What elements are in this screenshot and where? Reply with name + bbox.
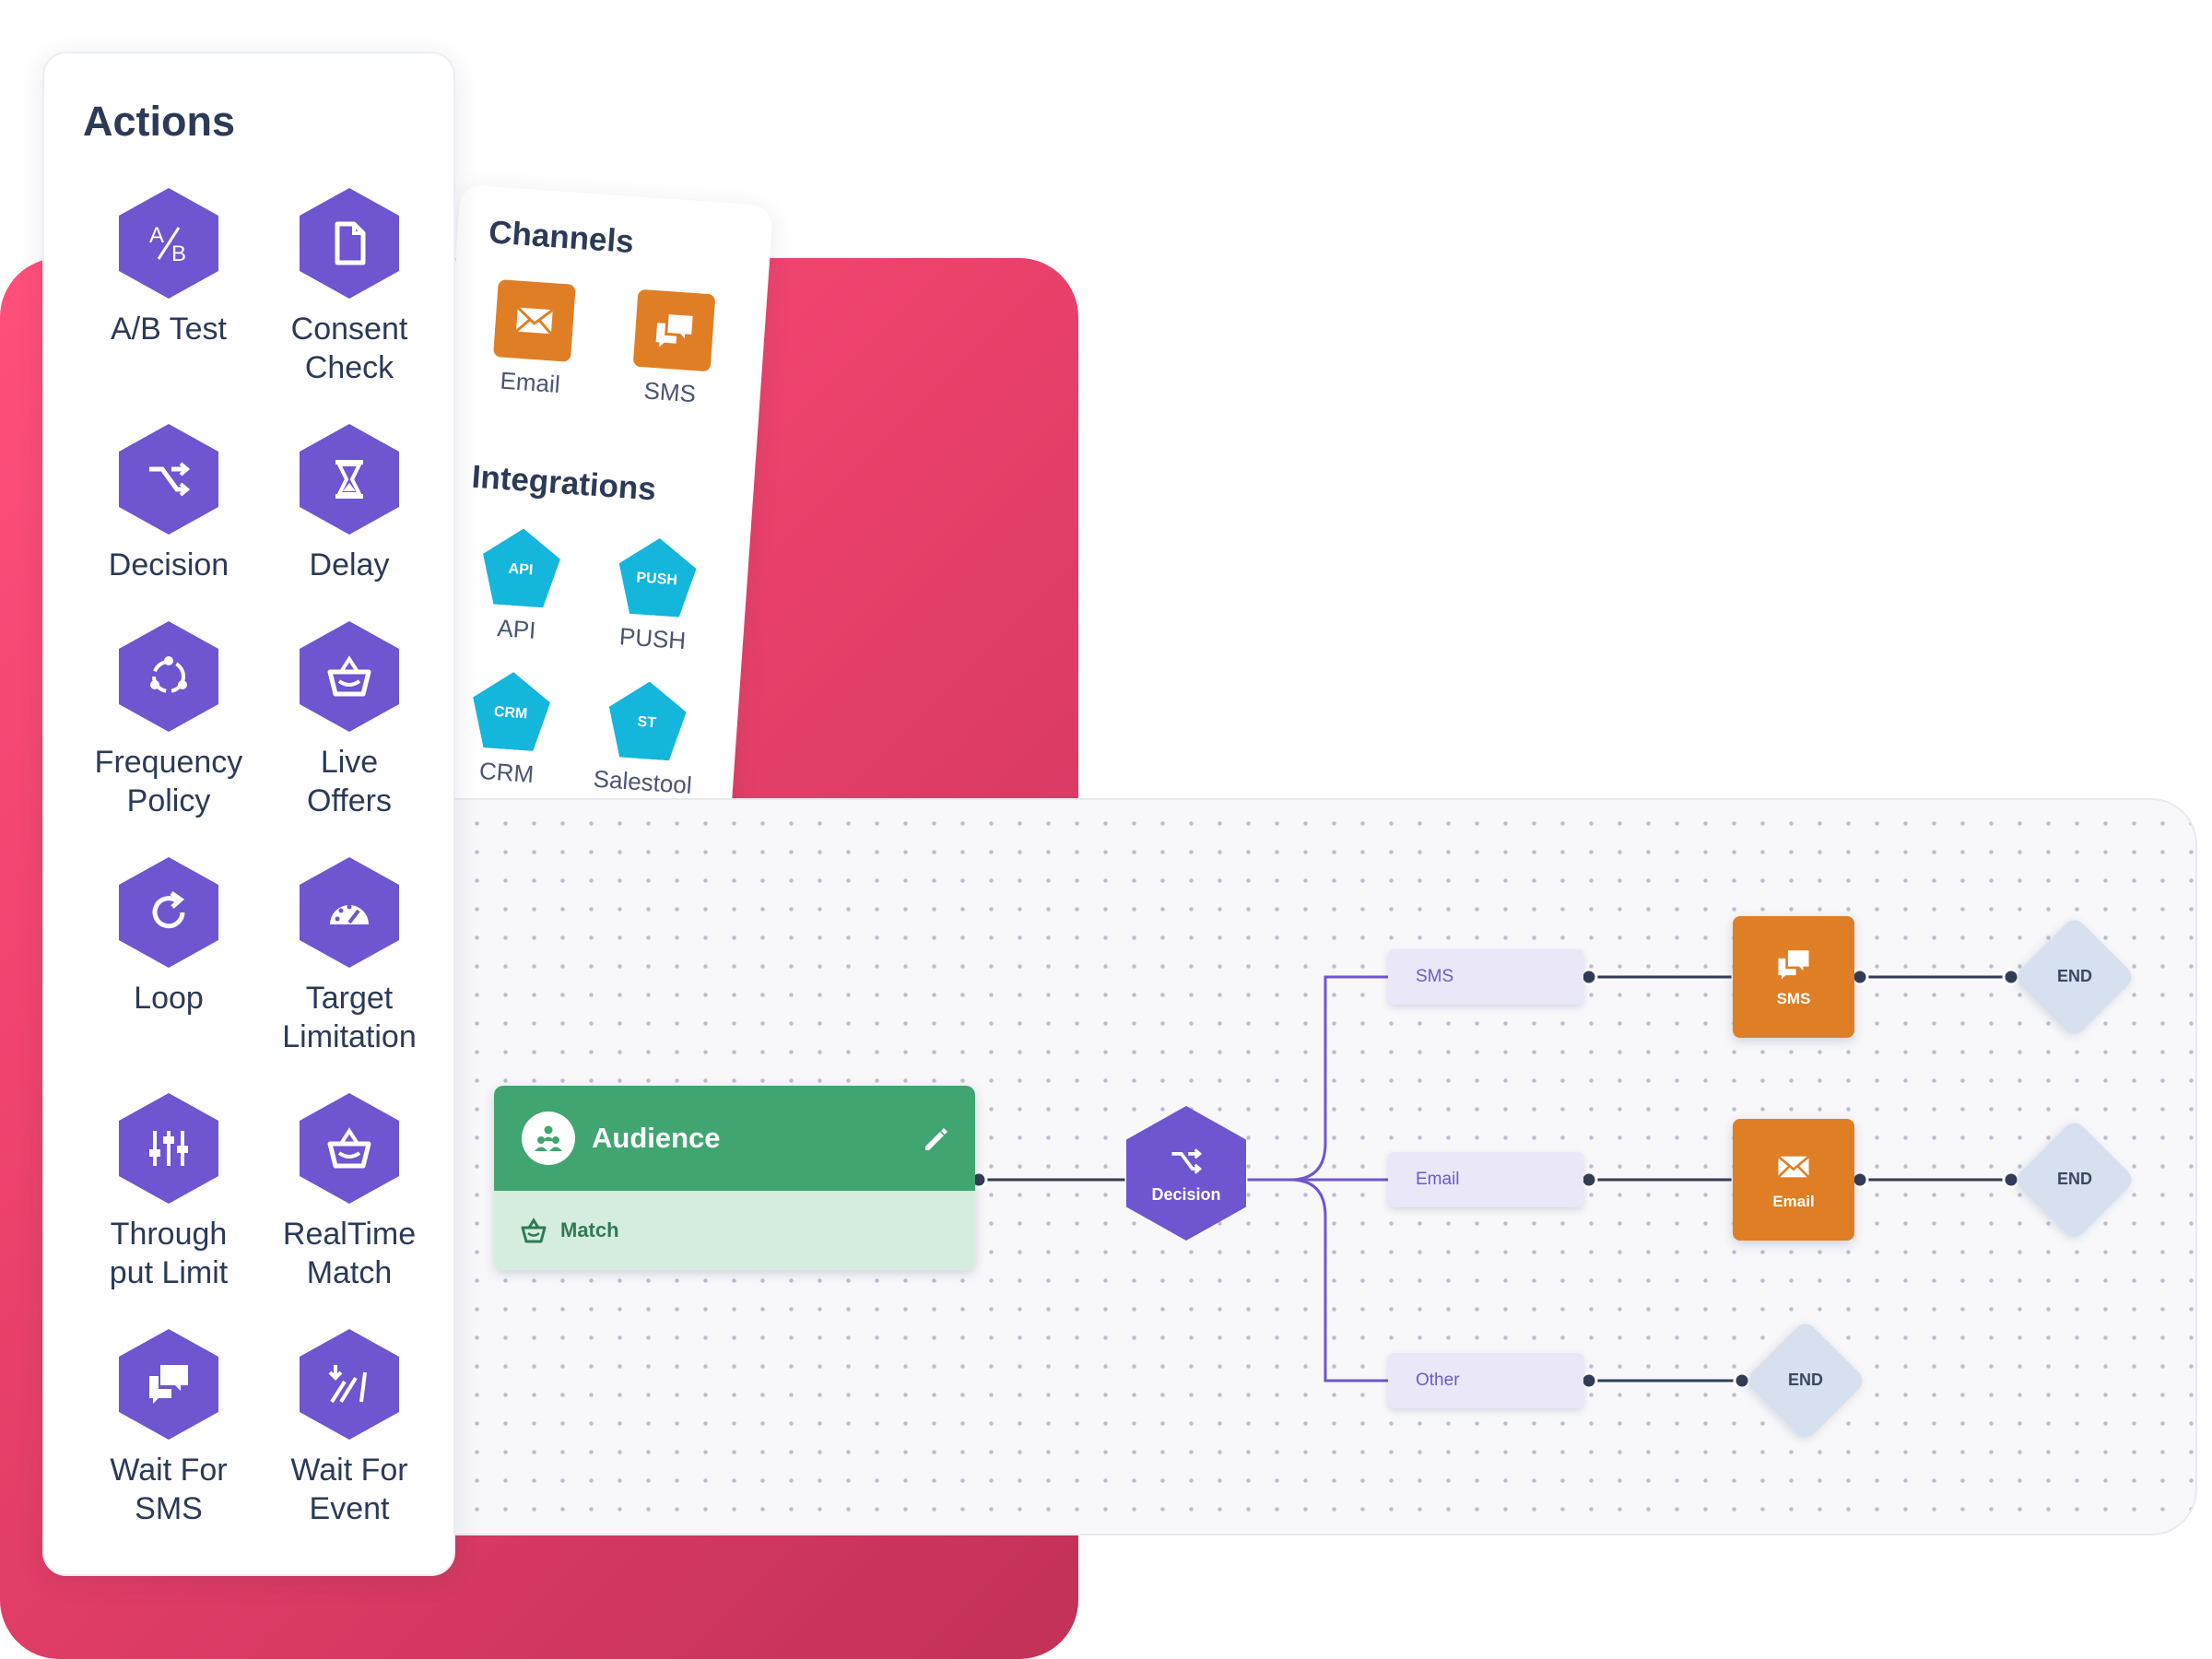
- action-target-limitation[interactable]: Target Limitation: [253, 857, 446, 1056]
- envelope-icon: [1777, 1155, 1810, 1179]
- integration-label: Salestool: [592, 764, 693, 800]
- end-label: END: [2056, 967, 2092, 985]
- end-label: END: [1787, 1371, 1823, 1389]
- action-consent-check[interactable]: Consent Check: [253, 188, 446, 387]
- action-live-offers[interactable]: Live Offers: [253, 621, 446, 820]
- email-node[interactable]: Email: [1733, 1119, 1854, 1241]
- integration-crm[interactable]: CRM CRM: [441, 667, 578, 791]
- gauge-icon: [300, 857, 399, 968]
- channel-email[interactable]: Email: [465, 277, 601, 401]
- channel-label: Email: [499, 366, 561, 398]
- sms-node[interactable]: SMS: [1733, 916, 1854, 1038]
- audience-node[interactable]: Audience Match: [494, 1086, 975, 1270]
- action-label: Frequency Policy: [94, 745, 243, 818]
- integration-label: PUSH: [618, 622, 688, 655]
- people-icon: [522, 1112, 575, 1165]
- audience-title: Audience: [592, 1122, 721, 1154]
- audience-body: Match: [494, 1191, 975, 1270]
- audience-match-label: Match: [560, 1218, 619, 1241]
- flow-canvas[interactable]: Audience Match Decision SMS Email Other …: [396, 798, 2197, 1535]
- action-label: Delay: [309, 547, 390, 582]
- action-label: A/B Test: [111, 312, 227, 347]
- action-label: Live Offers: [307, 745, 392, 818]
- event-icon: [300, 1329, 399, 1440]
- action-label: RealTime Match: [282, 1217, 417, 1290]
- action-label: Target Limitation: [282, 981, 417, 1054]
- envelope-icon: [493, 279, 576, 362]
- integration-label: API: [496, 613, 537, 644]
- end-label: END: [2056, 1170, 2092, 1188]
- action-wait-for-sms[interactable]: Wait For SMS: [72, 1329, 265, 1528]
- loop-icon: [119, 857, 218, 968]
- action-label: Loop: [134, 981, 204, 1016]
- integration-salestool[interactable]: ST Salestool: [577, 677, 713, 801]
- actions-title: Actions: [83, 98, 236, 145]
- salestool-badge: ST: [606, 679, 688, 762]
- decision-label: Decision: [1151, 1184, 1221, 1204]
- action-wait-for-event[interactable]: Wait For Event: [253, 1329, 446, 1528]
- chat-icon: [119, 1329, 218, 1440]
- basket-icon: [300, 1093, 399, 1204]
- chat-icon: [632, 288, 716, 372]
- integration-api[interactable]: API API: [452, 524, 588, 648]
- branch-sms[interactable]: SMS: [1388, 949, 1583, 1005]
- action-label: Wait For Event: [290, 1453, 408, 1526]
- hourglass-icon: [300, 424, 399, 535]
- channels-panel: Channels Email SMS Integrations API API …: [411, 184, 774, 905]
- action-decision[interactable]: Decision: [72, 424, 265, 584]
- integration-label: CRM: [478, 756, 535, 789]
- api-badge: API: [479, 526, 562, 609]
- channels-title: Channels: [488, 214, 635, 261]
- channel-sms[interactable]: SMS: [605, 288, 741, 411]
- decision-icon: [119, 424, 218, 535]
- integration-push[interactable]: PUSH PUSH: [587, 534, 724, 657]
- action-throughput-limit[interactable]: Through put Limit: [72, 1093, 265, 1292]
- action-label: Wait For SMS: [110, 1453, 228, 1526]
- decision-node[interactable]: Decision: [1126, 1106, 1246, 1241]
- svg-text:B: B: [171, 241, 186, 266]
- basket-icon: [300, 621, 399, 732]
- document-icon: [300, 188, 399, 299]
- branch-other[interactable]: Other: [1388, 1353, 1583, 1408]
- action-delay[interactable]: Delay: [253, 424, 446, 584]
- cycle-icon: [119, 621, 218, 732]
- chat-icon: [1778, 950, 1809, 980]
- action-frequency-policy[interactable]: Frequency Policy: [72, 621, 265, 820]
- email-node-label: Email: [1772, 1193, 1815, 1210]
- flow-connectors: [970, 968, 2020, 1390]
- audience-header: Audience: [494, 1086, 975, 1191]
- action-realtime-match[interactable]: RealTime Match: [253, 1093, 446, 1292]
- sliders-icon: [119, 1093, 218, 1204]
- decision-icon: [1171, 1147, 1203, 1174]
- channel-label: SMS: [642, 376, 697, 408]
- svg-text:A: A: [149, 223, 164, 248]
- integrations-title: Integrations: [470, 458, 658, 508]
- action-label: Through put Limit: [109, 1217, 229, 1290]
- action-label: Consent Check: [290, 312, 408, 385]
- sms-node-label: SMS: [1776, 990, 1811, 1007]
- pencil-icon[interactable]: [920, 1124, 949, 1154]
- branch-email[interactable]: Email: [1388, 1152, 1583, 1207]
- action-loop[interactable]: Loop: [72, 857, 265, 1018]
- crm-badge: CRM: [469, 669, 552, 752]
- basket-icon: [521, 1218, 547, 1243]
- action-label: Decision: [108, 547, 229, 582]
- push-badge: PUSH: [616, 535, 699, 618]
